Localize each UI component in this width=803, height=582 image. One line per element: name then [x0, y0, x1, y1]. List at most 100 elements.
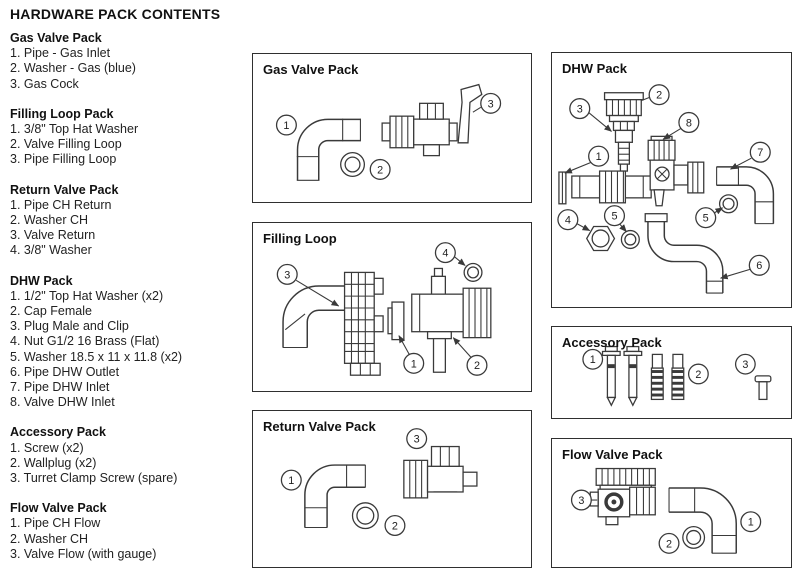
- callout-number: 1: [596, 151, 602, 163]
- panel-gas-valve-pack: 1 2 3 Gas Valve Pack: [252, 53, 532, 203]
- section-item: 3. Valve Return: [10, 228, 96, 243]
- plug-male-and-clip: [612, 120, 635, 172]
- pipe-dhw-outlet: [644, 213, 724, 294]
- page-title: HARDWARE PACK CONTENTS: [10, 6, 221, 22]
- callout-number: 2: [695, 369, 701, 381]
- callout-number: 2: [656, 90, 662, 102]
- panel-dhw-pack: 2 3 8 1 7 5 4: [551, 52, 792, 308]
- callout-3: 3: [276, 263, 298, 285]
- section-item: 7. Pipe DHW Inlet: [10, 380, 110, 395]
- contents-list: Gas Valve Pack 1. Pipe - Gas Inlet 2. Wa…: [10, 31, 248, 577]
- callout-number: 3: [742, 359, 748, 371]
- section-item: 1. Pipe - Gas Inlet: [10, 46, 111, 61]
- section-item: 1. 3/8" Top Hat Washer: [10, 122, 139, 137]
- panel-flow-valve-pack: 3 1 2 Flow Valve Pack: [551, 438, 792, 568]
- contents-section-filling-loop: Filling Loop Pack 1. 3/8" Top Hat Washer…: [10, 107, 248, 168]
- section-item: 1. Screw (x2): [10, 440, 84, 455]
- callout-number: 1: [288, 475, 294, 487]
- callout-number: 3: [578, 495, 584, 507]
- section-item: 2. Wallplug (x2): [10, 455, 97, 470]
- valve-filling-loop: [411, 267, 492, 373]
- section-item: 1. Pipe CH Flow: [10, 516, 101, 531]
- washer-b: [718, 194, 739, 214]
- callout-3: 3: [734, 353, 756, 375]
- screw-b: [623, 345, 643, 407]
- panel-title: Return Valve Pack: [263, 419, 376, 434]
- callout-7: 7: [749, 141, 771, 163]
- callout-6: 6: [748, 254, 770, 276]
- contents-section-flow-valve: Flow Valve Pack 1. Pipe CH Flow 2. Washe…: [10, 501, 248, 562]
- callout-number: 6: [756, 260, 762, 272]
- panel-title: DHW Pack: [562, 61, 628, 76]
- pipe-assembly: [571, 170, 652, 204]
- callout-1: 1: [588, 145, 610, 167]
- section-heading: Gas Valve Pack: [10, 31, 102, 45]
- pipe-dhw-inlet: [716, 166, 775, 225]
- section-item: 2. Cap Female: [10, 304, 92, 319]
- callout-number: 2: [377, 164, 383, 176]
- panel-accessory-pack: 1 2 3 Accessory Pack: [551, 326, 792, 419]
- pipe-ch-flow: [668, 487, 737, 554]
- washer-3-8: [463, 262, 483, 282]
- callout-3: 3: [480, 92, 502, 114]
- diagram-gas-valve-pack: 1 2 3: [275, 83, 502, 181]
- callout-8: 8: [678, 111, 700, 134]
- callout-number: 4: [442, 248, 448, 260]
- callout-3: 3: [406, 428, 428, 450]
- panel-filling-loop: 3 4 1 2 Filling Loop: [252, 222, 532, 392]
- valve-dhw-inlet: [647, 135, 705, 207]
- callout-2: 2: [384, 515, 406, 537]
- callout-number: 5: [703, 213, 709, 225]
- panel-return-valve-pack: 1 2 3 Return Valve Pack: [252, 410, 532, 568]
- diagram-filling-loop: 3 4 1 2: [276, 242, 492, 376]
- section-item: 3. Turret Clamp Screw (spare): [10, 471, 178, 486]
- section-heading: Flow Valve Pack: [10, 501, 107, 516]
- valve-flow-with-gauge: [589, 467, 656, 526]
- contents-section-return-valve: Return Valve Pack 1. Pipe CH Return 2. W…: [10, 183, 248, 259]
- section-item: 6. Pipe DHW Outlet: [10, 364, 120, 379]
- callout-number: 3: [284, 269, 290, 281]
- section-heading: DHW Pack: [10, 273, 73, 288]
- callout-5-right: 5: [695, 207, 717, 229]
- contents-section-gas-valve: Gas Valve Pack 1. Pipe - Gas Inlet 2. Wa…: [10, 31, 248, 92]
- panel-title: Filling Loop: [263, 231, 337, 246]
- washer-gas: [340, 152, 366, 177]
- section-item: 3. Pipe Filling Loop: [10, 152, 117, 167]
- section-item: 3. Gas Cock: [10, 76, 79, 91]
- section-item: 3. Valve Flow (with gauge): [10, 546, 157, 561]
- section-item: 4. 3/8" Washer: [10, 243, 92, 258]
- diagram-flow-valve-pack: 3 1 2: [570, 467, 762, 554]
- section-item: 5. Washer 18.5 x 11 x 11.8 (x2): [10, 349, 183, 364]
- section-heading: Filling Loop Pack: [10, 106, 114, 121]
- callout-3: 3: [569, 98, 591, 120]
- washer-a: [620, 229, 640, 250]
- top-hat-washer-dhw: [558, 171, 567, 205]
- nut-brass: [585, 225, 616, 252]
- callout-number: 1: [411, 358, 417, 370]
- callout-number: 5: [611, 211, 617, 223]
- washer-ch-flow: [682, 525, 706, 549]
- washer-ch: [351, 502, 379, 530]
- callout-2: 2: [687, 363, 709, 385]
- callout-1: 1: [280, 469, 302, 491]
- callout-number: 3: [577, 104, 583, 116]
- pipe-filling-loop: [282, 271, 384, 376]
- callout-number: 2: [666, 538, 672, 550]
- section-item: 1. 1/2" Top Hat Washer (x2): [10, 288, 164, 303]
- callout-number: 2: [474, 360, 480, 372]
- callout-1: 1: [403, 352, 425, 374]
- pipe-gas-inlet: [296, 118, 361, 181]
- callout-2: 2: [466, 354, 488, 376]
- callout-1: 1: [582, 348, 604, 370]
- callout-3: 3: [570, 489, 592, 511]
- callout-1: 1: [740, 511, 762, 533]
- screw-a: [601, 345, 621, 407]
- callout-number: 1: [590, 354, 596, 366]
- panel-title: Accessory Pack: [562, 335, 662, 350]
- callout-number: 1: [748, 517, 754, 529]
- callout-2: 2: [369, 158, 391, 180]
- diagram-accessory-pack: 1 2 3: [582, 345, 772, 407]
- gas-cock: [381, 83, 483, 157]
- callout-1: 1: [275, 114, 297, 136]
